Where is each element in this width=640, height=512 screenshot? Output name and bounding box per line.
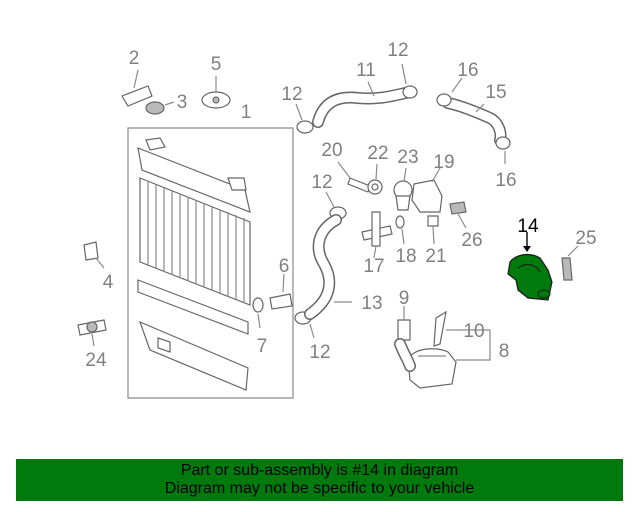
part-22-gasket[interactable] [367,163,383,195]
callout-11: 11 [356,60,376,81]
callout-2: 2 [129,48,140,69]
callout-24: 24 [85,350,107,371]
callout-10: 10 [463,321,484,342]
part-3-cushion[interactable] [145,101,175,115]
callout-18: 18 [395,246,416,267]
callout-3: 3 [177,92,188,113]
callout-4: 4 [103,272,114,293]
part-25-sensor[interactable] [561,245,579,281]
part-24-drain[interactable] [77,319,107,347]
banner-line-2: Diagram may not be specific to your vehi… [164,480,475,497]
part-4-cushion[interactable] [83,241,105,269]
callout-26: 26 [461,230,482,251]
banner-line-1: Part or sub-assembly is #14 in diagram [180,462,459,479]
part-9-bracket[interactable] [397,306,411,341]
part-20-bolt[interactable] [337,161,371,193]
callout-15: 15 [485,82,506,103]
part-8-reservoir[interactable] [394,338,457,389]
callout-20: 20 [321,140,342,161]
part-2-bracket[interactable] [121,69,153,107]
callout-17: 17 [363,256,384,277]
part-21-sensor[interactable] [427,215,439,245]
part-14-water-inlet[interactable] [507,232,553,301]
callout-22: 22 [367,143,388,164]
callout-19: 19 [433,152,454,173]
callout-9: 9 [399,288,410,309]
part-26-switch[interactable] [449,201,467,229]
part-15-hose[interactable] [442,97,507,146]
part-10-hose[interactable] [433,310,458,347]
part-5-support[interactable] [201,76,231,109]
callout-6: 6 [279,256,290,277]
part-18-ring[interactable] [395,215,405,245]
clamps-16[interactable] [436,77,511,164]
callout-23: 23 [397,147,418,168]
callout-5: 5 [211,54,222,75]
part-7-oring[interactable] [252,297,264,329]
callout-16-b: 16 [495,170,516,191]
callout-12-c: 12 [311,172,332,193]
part-13-lower-hose[interactable] [304,214,352,320]
bracket-8-10 [456,329,491,361]
radiator-assembly[interactable] [127,127,294,399]
part-11-upper-hose[interactable] [312,81,416,128]
callout-1: 1 [241,102,252,123]
callout-12-d: 12 [309,342,330,363]
highlight-banner: Part or sub-assembly is #14 in diagram D… [16,459,623,501]
part-17-pipe[interactable] [361,211,393,259]
callout-13: 13 [361,293,382,314]
callout-25: 25 [575,228,596,249]
part-23-thermostat[interactable] [393,167,413,211]
callout-8: 8 [499,341,510,362]
part-19-housing[interactable] [411,167,443,213]
part-6-plug[interactable] [269,273,293,310]
callout-12-a: 12 [281,84,302,105]
callout-14: 14 [517,216,539,237]
callout-21: 21 [425,246,446,267]
callout-12-b: 12 [387,40,408,61]
callout-16-a: 16 [457,60,478,81]
callout-7: 7 [257,336,268,357]
